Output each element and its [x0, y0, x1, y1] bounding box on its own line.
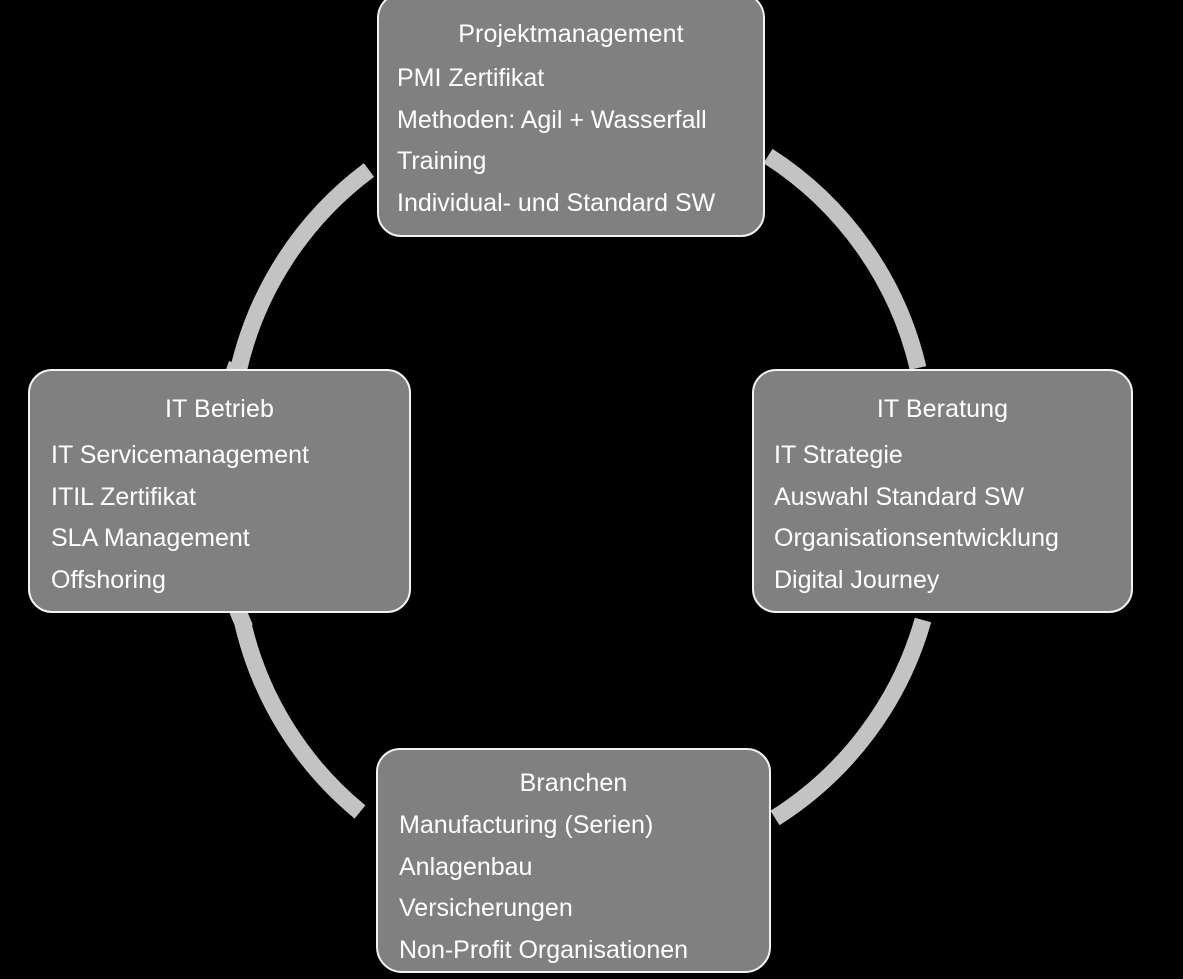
arc-left-top-upper-icon — [229, 163, 375, 374]
node-title-it-beratung: IT Beratung — [876, 395, 1009, 423]
list-item: Non-Profit Organisationen — [399, 935, 689, 964]
list-item: Versicherungen — [399, 894, 573, 922]
list-item: IT Servicemanagement — [51, 441, 309, 469]
node-it-beratung[interactable]: IT Beratung IT Strategie Auswahl Standar… — [752, 369, 1133, 613]
node-items-projektmanagement: PMI Zertifikat Methoden: Agil + Wasserfa… — [379, 58, 763, 224]
list-item: Manufacturing (Serien) — [399, 811, 654, 839]
list-item: Anlagenbau — [399, 852, 533, 881]
node-items-branchen: Manufacturing (Serien) Anlagenbau Versic… — [378, 805, 769, 971]
list-item: ITIL Zertifikat — [51, 482, 196, 511]
list-item: Auswahl Standard SW — [774, 482, 1025, 511]
list-item: Methoden: Agil + Wasserfall — [397, 105, 707, 134]
node-projektmanagement[interactable]: Projektmanagement PMI Zertifikat Methode… — [377, 0, 765, 237]
node-items-it-betrieb: IT Servicemanagement ITIL Zertifikat SLA… — [30, 435, 409, 601]
node-title-it-betrieb: IT Betrieb — [165, 395, 274, 423]
list-item: Digital Journey — [774, 565, 940, 594]
list-item: PMI Zertifikat — [397, 64, 545, 92]
list-item: Offshoring — [51, 565, 166, 594]
node-branchen[interactable]: Branchen Manufacturing (Serien) Anlagenb… — [376, 748, 771, 973]
list-item: IT Strategie — [774, 441, 903, 469]
list-item: Organisationsentwicklung — [774, 524, 1059, 552]
node-items-it-beratung: IT Strategie Auswahl Standard SW Organis… — [754, 435, 1131, 601]
arc-right-bottom-icon — [770, 617, 932, 826]
list-item: SLA Management — [51, 524, 250, 552]
node-it-betrieb[interactable]: IT Betrieb IT Servicemanagement ITIL Zer… — [28, 369, 411, 613]
node-title-projektmanagement: Projektmanagement — [458, 20, 684, 48]
node-title-branchen: Branchen — [519, 769, 628, 797]
list-item: Training — [397, 147, 487, 175]
arc-bottom-left-icon — [234, 622, 366, 819]
arc-top-right-icon — [763, 148, 927, 370]
list-item: Individual- und Standard SW — [397, 188, 716, 217]
